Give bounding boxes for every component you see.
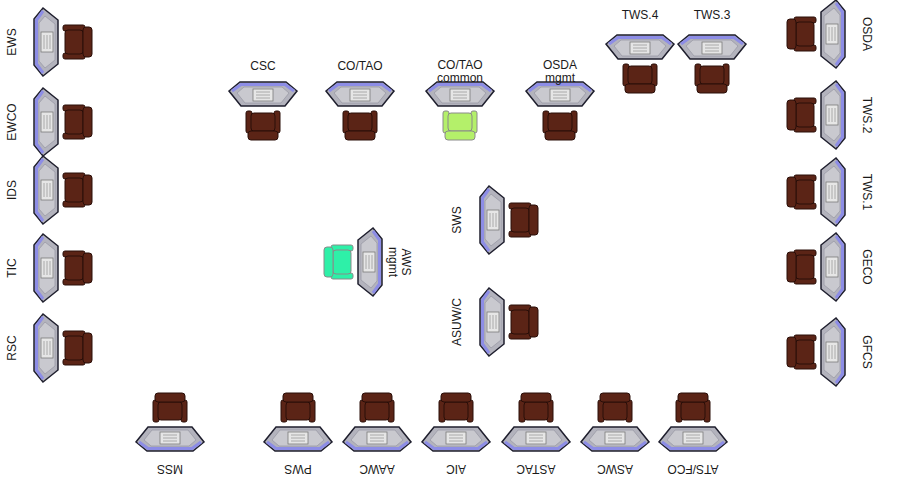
console-icon [784, 317, 846, 387]
console-icon [425, 81, 495, 143]
station-label: CSC [250, 60, 275, 73]
console-icon [321, 227, 383, 297]
console-station: MSS [135, 390, 205, 452]
station-label: AAWC [359, 462, 395, 475]
console-station: GECO [780, 236, 850, 298]
console-station: TWS.1 [780, 161, 850, 223]
console-station: IDS [29, 159, 99, 221]
console-icon [33, 87, 95, 157]
console-station: ATS/FCO [658, 390, 728, 452]
console-icon [784, 0, 846, 69]
console-icon [501, 390, 571, 452]
console-station: CO/TAO common [425, 81, 495, 143]
console-icon [33, 233, 95, 303]
console-station: AWS mgmt [317, 231, 387, 293]
console-icon [784, 232, 846, 302]
console-icon [228, 81, 298, 143]
station-label: CO/TAO common [434, 59, 486, 85]
console-station: TWS.2 [780, 84, 850, 146]
station-label: SWS [451, 206, 464, 233]
console-icon [525, 81, 595, 143]
station-label: AWS mgmt [386, 242, 412, 282]
console-station: PWS [263, 390, 333, 452]
console-station: TWS.4 [605, 34, 675, 96]
station-label: OSDA mgmt [537, 59, 583, 85]
station-label: AIC [446, 462, 466, 475]
console-icon [580, 390, 650, 452]
console-icon [605, 34, 675, 96]
station-label: TWS.2 [860, 97, 873, 134]
console-station: CO/TAO [325, 81, 395, 143]
station-label: OSDA [860, 17, 873, 51]
console-station: TIC [29, 237, 99, 299]
console-station: ASWC [580, 390, 650, 452]
console-station: OSDA [780, 3, 850, 65]
station-label: MSS [157, 462, 183, 475]
console-station: ASUW/C [475, 291, 545, 353]
console-station: EWCO [29, 91, 99, 153]
station-label: ASTAC [516, 462, 555, 475]
console-station: OSDA mgmt [525, 81, 595, 143]
console-station: AIC [421, 390, 491, 452]
console-station: GFCS [780, 321, 850, 383]
console-station: EWS [29, 11, 99, 73]
console-icon [479, 185, 541, 255]
station-label: TIC [6, 258, 19, 277]
station-label: IDS [6, 180, 19, 200]
console-station: TWS.3 [677, 34, 747, 96]
station-label: RSC [6, 335, 19, 360]
station-label: TWS.3 [694, 9, 731, 22]
station-label: GFCS [860, 335, 873, 368]
console-icon [33, 313, 95, 383]
console-icon [479, 287, 541, 357]
station-label: PWS [284, 462, 311, 475]
console-icon [784, 157, 846, 227]
console-icon [135, 390, 205, 452]
station-label: EWCO [6, 103, 19, 140]
console-icon [263, 390, 333, 452]
console-icon [677, 34, 747, 96]
console-station: RSC [29, 317, 99, 379]
console-station: SWS [475, 189, 545, 251]
console-icon [658, 390, 728, 452]
station-label: ASUW/C [451, 298, 464, 346]
console-icon [784, 80, 846, 150]
console-icon [325, 81, 395, 143]
station-label: ATS/FCO [667, 462, 718, 475]
station-label: EWS [6, 28, 19, 55]
station-label: TWS.4 [622, 9, 659, 22]
console-icon [421, 390, 491, 452]
console-icon [342, 390, 412, 452]
station-label: ASWC [597, 462, 633, 475]
console-station: AAWC [342, 390, 412, 452]
station-label: GECO [860, 249, 873, 284]
station-label: TWS.1 [860, 174, 873, 211]
console-icon [33, 7, 95, 77]
console-station: CSC [228, 81, 298, 143]
console-icon [33, 155, 95, 225]
station-label: CO/TAO [337, 60, 382, 73]
console-station: ASTAC [501, 390, 571, 452]
